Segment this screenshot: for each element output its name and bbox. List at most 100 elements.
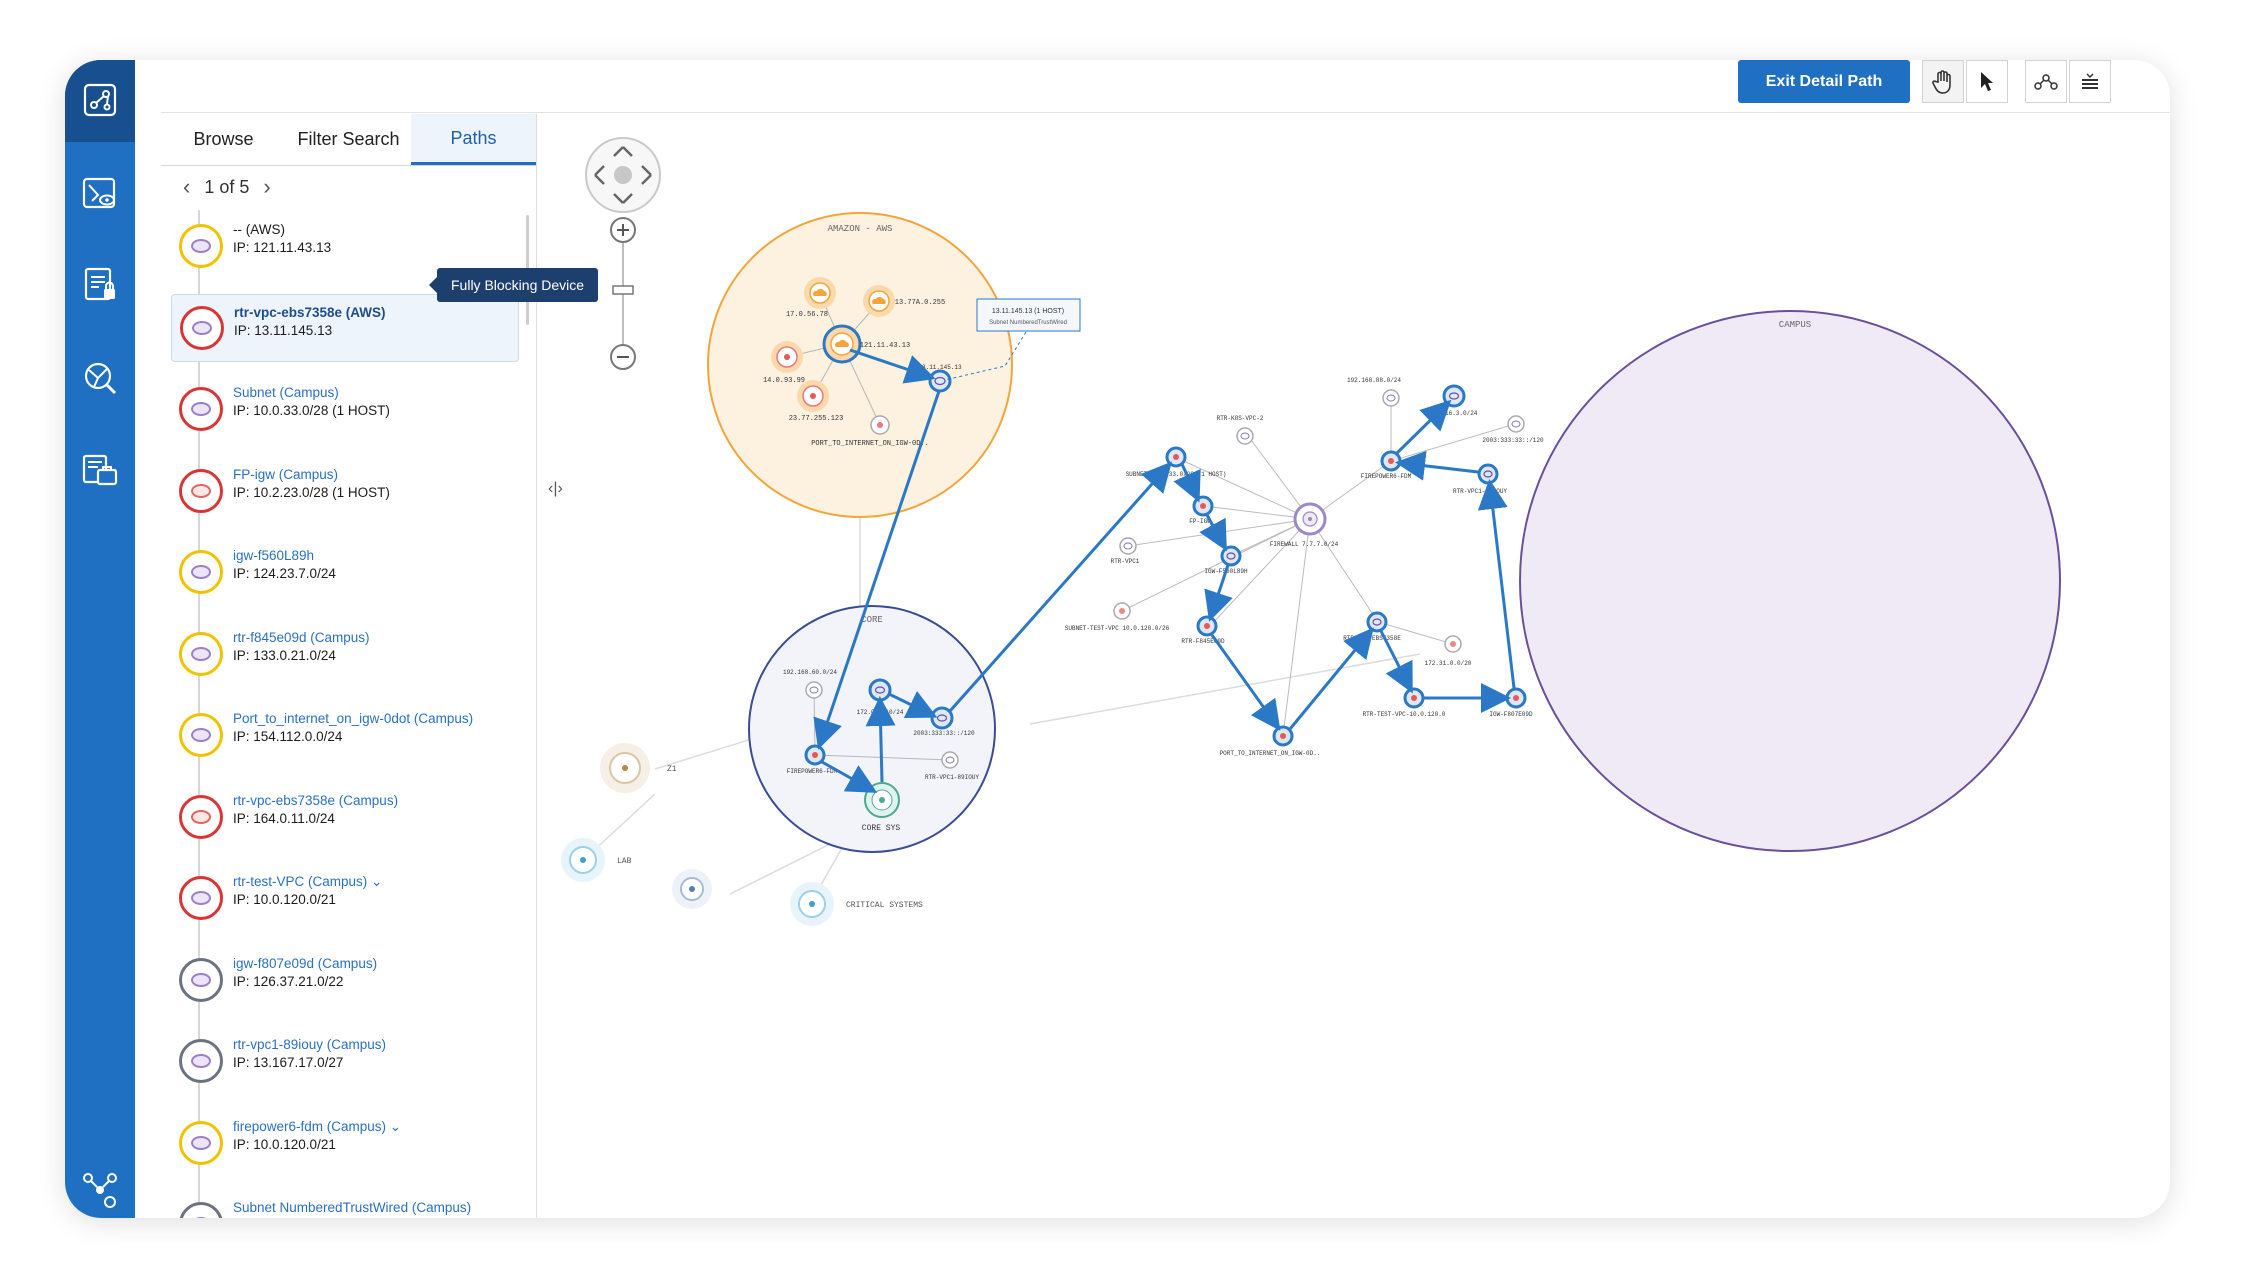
- path-item-name[interactable]: firepower6-fdm (Campus) ⌄: [233, 1118, 402, 1134]
- campus-node-label: RTR-K8S-VPC-2: [1217, 415, 1264, 422]
- aws-node-port[interactable]: [870, 415, 890, 435]
- path-item-ip: IP: 164.0.11.0/24: [233, 810, 335, 826]
- path-item-ip: IP: 10.2.23.0/28 (1 HOST): [233, 484, 390, 500]
- campus-node-subnet[interactable]: [1165, 446, 1187, 468]
- search-globe-icon[interactable]: [80, 358, 120, 398]
- pan-control[interactable]: [585, 137, 661, 213]
- path-item-ip: IP: 10.0.120.0/21: [233, 1136, 336, 1152]
- core-node-2003[interactable]: [930, 706, 954, 730]
- hand-icon[interactable]: [1922, 60, 1964, 103]
- path-list-item[interactable]: -- (AWS)IP: 121.11.43.13: [171, 212, 519, 280]
- pointer-icon[interactable]: [1966, 60, 2008, 103]
- cluster-lab[interactable]: [561, 838, 605, 882]
- path-item-name[interactable]: rtr-vpc-ebs7358e (AWS): [234, 304, 386, 320]
- path-list-item[interactable]: rtr-vpc1-89iouy (Campus)IP: 13.167.17.0/…: [171, 1027, 519, 1095]
- campus-node-label: IGW-F807E09D: [1489, 711, 1533, 718]
- rail-home[interactable]: [65, 60, 135, 142]
- tab-filter-search[interactable]: Filter Search: [297, 129, 400, 149]
- aws-node-13-11[interactable]: [928, 369, 952, 393]
- policy-report-icon[interactable]: [80, 265, 120, 305]
- layers-icon[interactable]: [2069, 60, 2111, 103]
- path-list-item[interactable]: Subnet NumberedTrustWired (Campus): [171, 1190, 519, 1218]
- aws-region-label: AMAZON - AWS: [828, 224, 893, 234]
- aws-node-14[interactable]: [771, 341, 803, 373]
- path-list-item[interactable]: FP-igw (Campus) IP: 10.2.23.0/28 (1 HOST): [171, 457, 519, 525]
- path-list-item[interactable]: Port_to_internet_on_igw-0dot (Campus)IP:…: [171, 701, 519, 769]
- exit-detail-path-button[interactable]: Exit Detail Path: [1738, 60, 1910, 103]
- path-item-name[interactable]: rtr-test-VPC (Campus) ⌄: [233, 874, 383, 889]
- briefcase-list-icon[interactable]: [80, 450, 120, 490]
- campus-node-172-16[interactable]: [1442, 384, 1466, 408]
- core-node-172[interactable]: [868, 678, 892, 702]
- aws-node-label: 121.11.43.13: [860, 342, 910, 350]
- path-item-name[interactable]: FP-igw (Campus): [233, 466, 339, 482]
- device-icon: [192, 320, 212, 335]
- path-item-name[interactable]: rtr-f845e09d (Campus): [233, 629, 370, 645]
- campus-node-label: RTR-TEST-VPC-10.0.120.0: [1363, 711, 1446, 718]
- path-list-item[interactable]: firepower6-fdm (Campus) ⌄ IP: 10.0.120.0/…: [171, 1109, 519, 1177]
- network-settings-icon[interactable]: [80, 1170, 120, 1210]
- topology-canvas[interactable]: AMAZON - AWS CAMPUS CORE 17.0.56.78 13.7…: [550, 114, 2170, 1218]
- aws-node-121[interactable]: [822, 324, 862, 364]
- zoom-slider[interactable]: [610, 217, 636, 370]
- campus-node-2003[interactable]: [1507, 415, 1525, 433]
- campus-node-firewall[interactable]: [1293, 502, 1327, 536]
- campus-node-subnet-test[interactable]: [1113, 602, 1131, 620]
- campus-node-igw-f560[interactable]: [1220, 545, 1242, 567]
- campus-node-port[interactable]: [1272, 725, 1294, 747]
- campus-node-rtr-f845[interactable]: [1196, 615, 1218, 637]
- campus-node-rtr-vpc1[interactable]: [1119, 537, 1137, 555]
- campus-node-172-31[interactable]: [1444, 635, 1462, 653]
- path-item-name[interactable]: igw-f807e09d (Campus): [233, 955, 378, 971]
- panel-splitter-icon[interactable]: ‹|›: [548, 480, 563, 497]
- campus-node-k8s[interactable]: [1236, 427, 1254, 445]
- campus-node-firepower[interactable]: [1380, 450, 1402, 472]
- path-item-name[interactable]: Subnet NumberedTrustWired (Campus): [233, 1200, 472, 1215]
- campus-node-igw-f807[interactable]: [1505, 687, 1527, 709]
- path-list-item[interactable]: igw-f807e09d (Campus)IP: 126.37.21.0/22: [171, 946, 519, 1014]
- campus-node-label: 2003:333:33::/120: [1482, 437, 1544, 444]
- path-list-item[interactable]: rtr-vpc-ebs7358e (AWS)IP: 13.11.145.13: [171, 293, 519, 362]
- path-item-name[interactable]: Port_to_internet_on_igw-0dot (Campus): [233, 711, 474, 726]
- campus-node-label: FIREWALL 7.7.7.0/24: [1270, 541, 1339, 548]
- tab-paths[interactable]: Paths: [411, 114, 536, 165]
- path-list-item[interactable]: Subnet (Campus) IP: 10.0.33.0/28 (1 HOST): [171, 375, 519, 443]
- aws-node-label: 13.77A.0.255: [895, 299, 945, 307]
- device-icon: [191, 809, 211, 824]
- core-node-rtr-vpc1[interactable]: [941, 751, 959, 769]
- path-list-item[interactable]: rtr-vpc-ebs7358e (Campus) IP: 164.0.11.0/…: [171, 783, 519, 851]
- pager-next-icon[interactable]: ›: [263, 174, 271, 199]
- cluster-a[interactable]: [672, 869, 712, 909]
- path-item-name[interactable]: Subnet (Campus): [233, 385, 339, 400]
- path-icon[interactable]: [2025, 60, 2067, 103]
- path-item-ip: IP: 10.0.33.0/28 (1 HOST): [233, 403, 390, 418]
- aws-node-17[interactable]: [804, 277, 836, 309]
- path-item-name[interactable]: rtr-vpc1-89iouy (Campus): [233, 1037, 387, 1052]
- pager-prev-icon[interactable]: ‹: [183, 174, 191, 199]
- topology-map-icon[interactable]: [80, 80, 120, 120]
- campus-node-fp-igw[interactable]: [1192, 495, 1214, 517]
- campus-node-rtr-vpc1-89[interactable]: [1477, 463, 1499, 485]
- campus-node-label: RTR-VPC1-89IOUY: [1453, 488, 1507, 495]
- path-item-name[interactable]: igw-f560L89h: [233, 548, 315, 563]
- campus-node-rtr-ebs[interactable]: [1366, 611, 1388, 633]
- device-status-icon: [179, 794, 223, 839]
- cluster-critical[interactable]: [790, 882, 834, 926]
- aws-node-13-77[interactable]: [863, 285, 895, 317]
- network-view-icon[interactable]: [80, 173, 120, 213]
- campus-node-192[interactable]: [1382, 389, 1400, 407]
- core-node-firepower[interactable]: [804, 744, 826, 766]
- cluster-z1[interactable]: [600, 743, 650, 793]
- core-node-192[interactable]: [805, 681, 823, 699]
- path-item-name[interactable]: -- (AWS): [233, 222, 285, 237]
- path-item-name[interactable]: rtr-vpc-ebs7358e (Campus): [233, 792, 399, 808]
- campus-node-rtr-test[interactable]: [1403, 687, 1425, 709]
- path-list-item[interactable]: rtr-test-VPC (Campus) ⌄IP: 10.0.120.0/21: [171, 864, 519, 932]
- core-region-label: CORE: [861, 615, 883, 625]
- campus-node-label: RTR-F845E09D: [1181, 638, 1225, 645]
- path-list-item[interactable]: rtr-f845e09d (Campus)IP: 133.0.21.0/24: [171, 620, 519, 688]
- tab-browse[interactable]: Browse: [193, 129, 254, 149]
- cluster-label: CRITICAL SYSTEMS: [846, 901, 923, 910]
- aws-node-23[interactable]: [797, 380, 829, 412]
